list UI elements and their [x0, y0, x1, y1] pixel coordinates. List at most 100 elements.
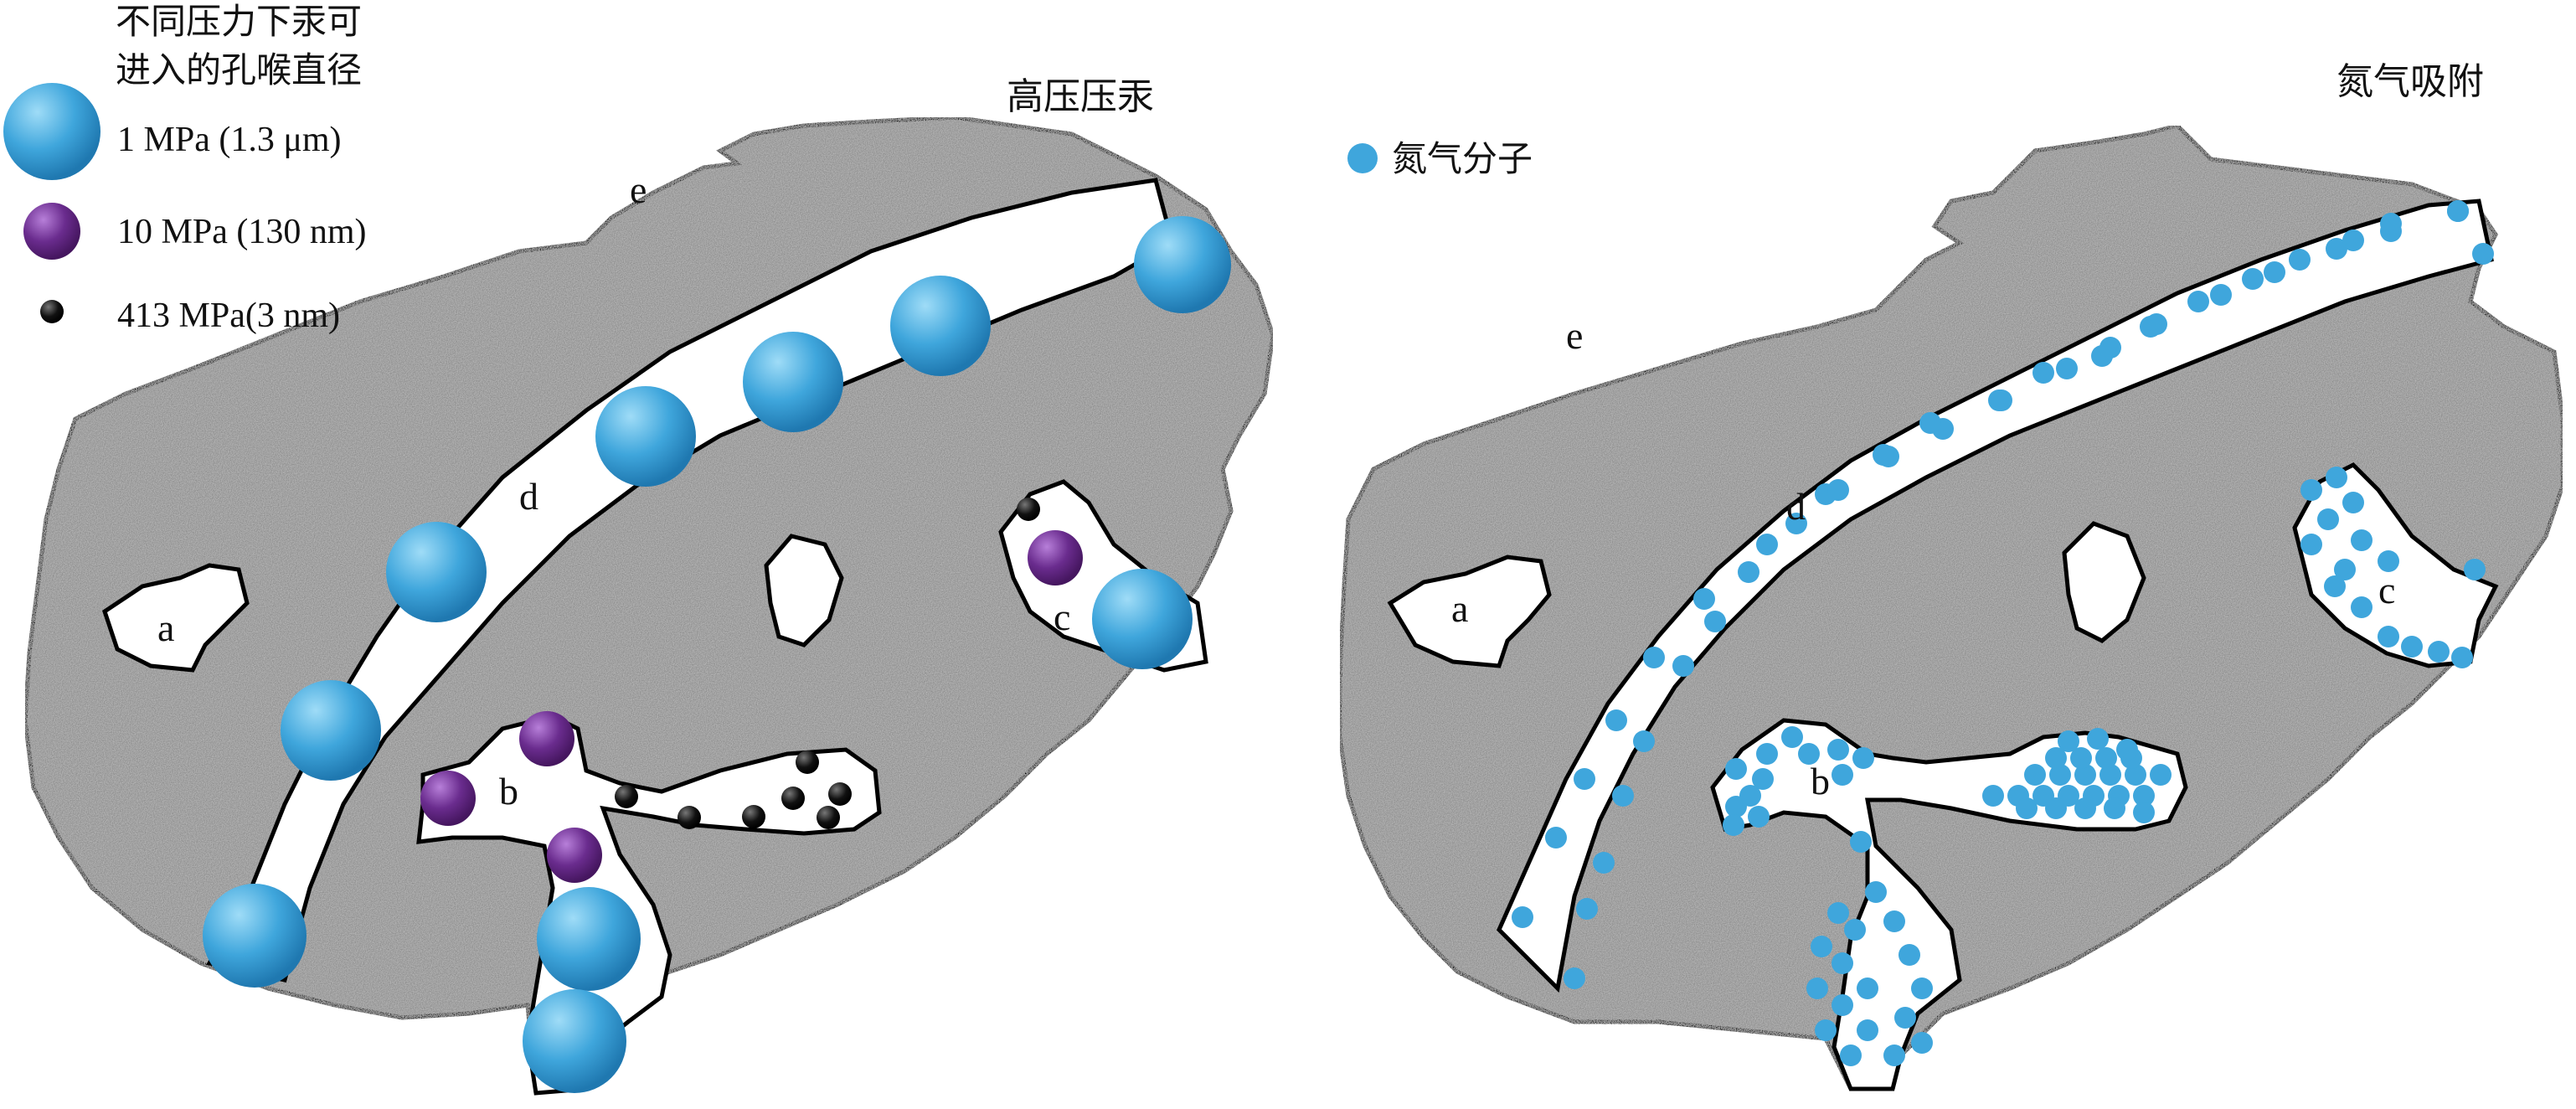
right-pore-b — [1710, 718, 2188, 1091]
right-label-b: b — [1811, 760, 1830, 802]
mercury-legend: 不同压力下汞可 进入的孔喉直径 1 MPa (1.3 μm) 10 MPa (1… — [3, 1, 367, 335]
nitrogen-molecule — [1798, 743, 1820, 765]
mercury-sphere-small — [817, 806, 840, 829]
nitrogen-molecule — [1576, 898, 1598, 920]
nitrogen-molecule — [1612, 785, 1634, 807]
right-label-c: c — [2378, 569, 2395, 611]
nitrogen-molecule — [1832, 994, 1853, 1016]
nitrogen-molecule — [1738, 561, 1759, 583]
nitrogen-molecule — [1919, 412, 1941, 434]
nitrogen-molecule — [1633, 730, 1655, 752]
nitrogen-molecule — [1748, 806, 1770, 828]
nitrogen-molecule — [2024, 764, 2046, 786]
nitrogen-molecule — [2300, 534, 2322, 555]
left-label-d: d — [519, 475, 538, 518]
mercury-sphere-large — [890, 276, 991, 376]
nitrogen-molecule — [1781, 726, 1803, 748]
nitrogen-molecule — [1564, 967, 1585, 989]
nitrogen-molecule — [2058, 730, 2079, 752]
left-panel-title: 高压压汞 — [1007, 75, 1154, 118]
nitrogen-molecule — [2300, 479, 2322, 501]
nitrogen-molecule — [1756, 534, 1778, 555]
nitrogen-molecule — [2472, 243, 2494, 265]
legend-small-sphere-icon — [40, 300, 64, 323]
nitrogen-molecule — [1827, 479, 1849, 501]
nitrogen-molecule — [2032, 362, 2054, 384]
left-mercury-large-group — [203, 216, 1231, 1093]
legend-medium-sphere-icon — [23, 203, 80, 260]
mercury-sphere-medium — [1028, 530, 1083, 585]
right-panel: a b c d e 氮气吸附 氮气分子 — [1337, 60, 2565, 1091]
nitrogen-molecule — [1756, 743, 1778, 765]
nitrogen-molecule — [2326, 238, 2347, 260]
mercury-sphere-medium — [547, 828, 602, 883]
nitrogen-molecule — [1693, 588, 1715, 610]
left-pore-b — [416, 714, 882, 1096]
nitrogen-molecule — [2378, 626, 2399, 647]
mercury-sphere-small — [615, 785, 638, 808]
left-mercury-medium-group — [420, 530, 1083, 883]
mercury-sphere-large — [203, 884, 307, 988]
nitrogen-molecule — [2116, 739, 2138, 761]
mercury-sphere-large — [743, 332, 843, 432]
nitrogen-molecule — [2099, 764, 2121, 786]
nitrogen-molecule — [2317, 508, 2339, 530]
left-panel: a b c d e 高压压汞 — [23, 75, 1275, 1096]
nitrogen-molecule — [2351, 596, 2372, 618]
nitrogen-molecule — [2091, 345, 2113, 367]
nitrogen-molecule — [1894, 1007, 1916, 1029]
nitrogen-molecule — [1883, 1045, 1905, 1066]
nitrogen-molecule — [2342, 230, 2364, 251]
nitrogen-molecule-group — [1512, 200, 2494, 1066]
right-label-d: d — [1786, 485, 1806, 528]
right-label-a: a — [1451, 587, 1468, 630]
nitrogen-molecule — [2104, 797, 2125, 819]
nitrogen-molecule — [1605, 709, 1627, 731]
mercury-sphere-large — [386, 522, 487, 622]
right-rock-matrix — [1337, 123, 2565, 1091]
nitrogen-molecule — [1883, 910, 1905, 932]
nitrogen-molecule — [1857, 1019, 1878, 1041]
nitrogen-molecule — [1672, 655, 1694, 677]
nitrogen-molecule — [1752, 768, 1774, 790]
nitrogen-molecule — [2074, 764, 2096, 786]
nitrogen-molecule — [2401, 636, 2423, 658]
mercury-sphere-medium — [519, 711, 574, 766]
nitrogen-molecule — [2210, 284, 2232, 306]
right-pore-a — [1387, 554, 1552, 668]
mercury-sphere-large — [1134, 216, 1231, 313]
nitrogen-legend-label: 氮气分子 — [1392, 138, 1533, 179]
nitrogen-molecule — [1899, 944, 1920, 966]
nitrogen-molecule — [2187, 291, 2209, 312]
nitrogen-molecule — [1811, 936, 1832, 957]
legend-title-line1: 不同压力下汞可 — [116, 1, 362, 42]
nitrogen-molecule — [1512, 906, 1533, 928]
nitrogen-molecule — [2095, 747, 2117, 769]
legend-large-sphere-icon — [3, 83, 100, 180]
mercury-sphere-small — [677, 806, 701, 829]
nitrogen-molecule — [1815, 1019, 1837, 1041]
right-panel-title: 氮气吸附 — [2336, 60, 2484, 103]
left-label-b: b — [499, 770, 518, 812]
nitrogen-molecule — [1844, 919, 1866, 941]
nitrogen-molecule — [1574, 768, 1595, 790]
nitrogen-molecule — [1850, 831, 1872, 853]
nitrogen-molecule — [1545, 827, 1567, 849]
left-label-c: c — [1054, 596, 1070, 638]
nitrogen-molecule — [2428, 641, 2450, 663]
nitrogen-molecule — [2150, 764, 2172, 786]
legend-item-10mpa: 10 MPa (130 nm) — [117, 213, 367, 251]
nitrogen-molecule — [1852, 747, 1874, 769]
mercury-sphere-medium — [420, 771, 476, 826]
nitrogen-molecule — [1911, 1032, 1933, 1054]
nitrogen-molecule — [2351, 529, 2372, 551]
nitrogen-molecule — [2140, 316, 2161, 338]
nitrogen-molecule — [2133, 802, 2155, 823]
legend-item-413mpa: 413 MPa(3 nm) — [117, 297, 340, 335]
left-label-e: e — [630, 168, 647, 211]
nitrogen-molecule — [1806, 977, 1828, 999]
nitrogen-molecule — [1723, 814, 1744, 836]
nitrogen-molecule — [1725, 758, 1747, 780]
nitrogen-molecule — [1827, 902, 1849, 924]
